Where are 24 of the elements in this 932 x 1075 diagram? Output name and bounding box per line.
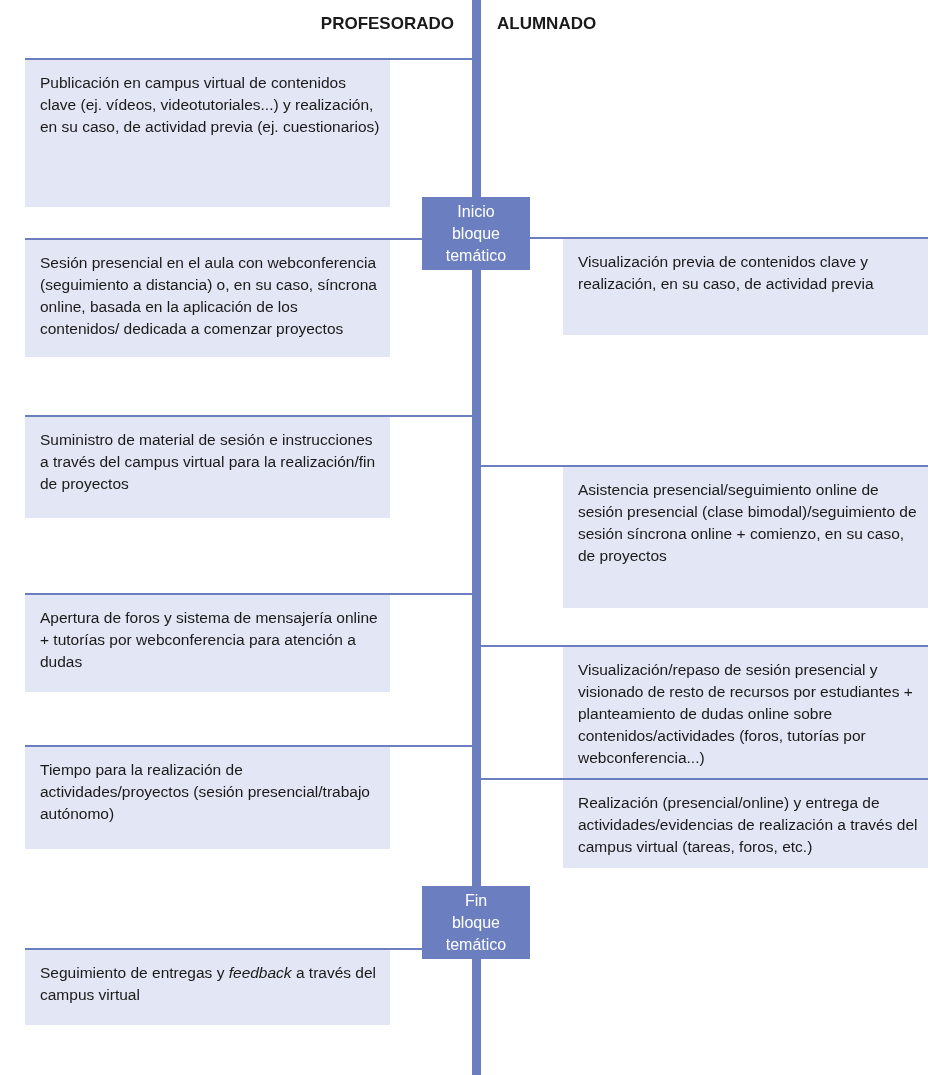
activity-box: Apertura de foros y sistema de mensajería online + tutorías por webconferencia para atención a dudas [25, 593, 390, 692]
connector-line [480, 778, 564, 780]
column-heading: ALUMNADO [497, 14, 597, 34]
connector-line [389, 415, 473, 417]
connector-line [389, 238, 423, 240]
activity-box: Asistencia presencial/seguimiento online de sesión presencial (clase bimodal)/seguimiento de sesión síncrona online + comienzo, en su caso, de proyectos [563, 465, 928, 608]
activity-box: Visualización previa de contenidos clave y realización, en su caso, de actividad previa [563, 237, 928, 335]
activity-box: Seguimiento de entregas y feedback a través del campus virtual [25, 948, 390, 1025]
connector-line [389, 745, 473, 747]
connector-line [480, 645, 564, 647]
connector-line [389, 593, 473, 595]
milestone-box: Fin bloque temático [422, 886, 530, 959]
activity-box: Tiempo para la realización de actividades/proyectos (sesión presencial/trabajo autónomo) [25, 745, 390, 849]
activity-box: Realización (presencial/online) y entrega de actividades/evidencias de realización a través del campus virtual (tareas, foros, etc.) [563, 778, 928, 868]
column-heading: PROFESORADO [320, 14, 454, 34]
activity-box: Visualización/repaso de sesión presencial y visionado de resto de recursos por estudiantes + planteamiento de dudas online sobre contenidos/actividades (foros, tutorías por webconferencia...) [563, 645, 928, 779]
activity-box: Sesión presencial en el aula con webconferencia (seguimiento a distancia) o, en su caso, síncrona online, basada en la aplicación de los contenidos/ dedicada a comenzar proyectos [25, 238, 390, 357]
activity-box: Suministro de material de sesión e instrucciones a través del campus virtual para la realización/fin de proyectos [25, 415, 390, 518]
connector-line [389, 948, 423, 950]
connector-line [529, 237, 564, 239]
activity-box: Publicación en campus virtual de contenidos clave (ej. vídeos, videotutoriales...) y realización, en su caso, de actividad previa (ej. cuestionarios) [25, 58, 390, 207]
milestone-box: Inicio bloque temático [422, 197, 530, 270]
connector-line [480, 465, 564, 467]
connector-line [389, 58, 473, 60]
